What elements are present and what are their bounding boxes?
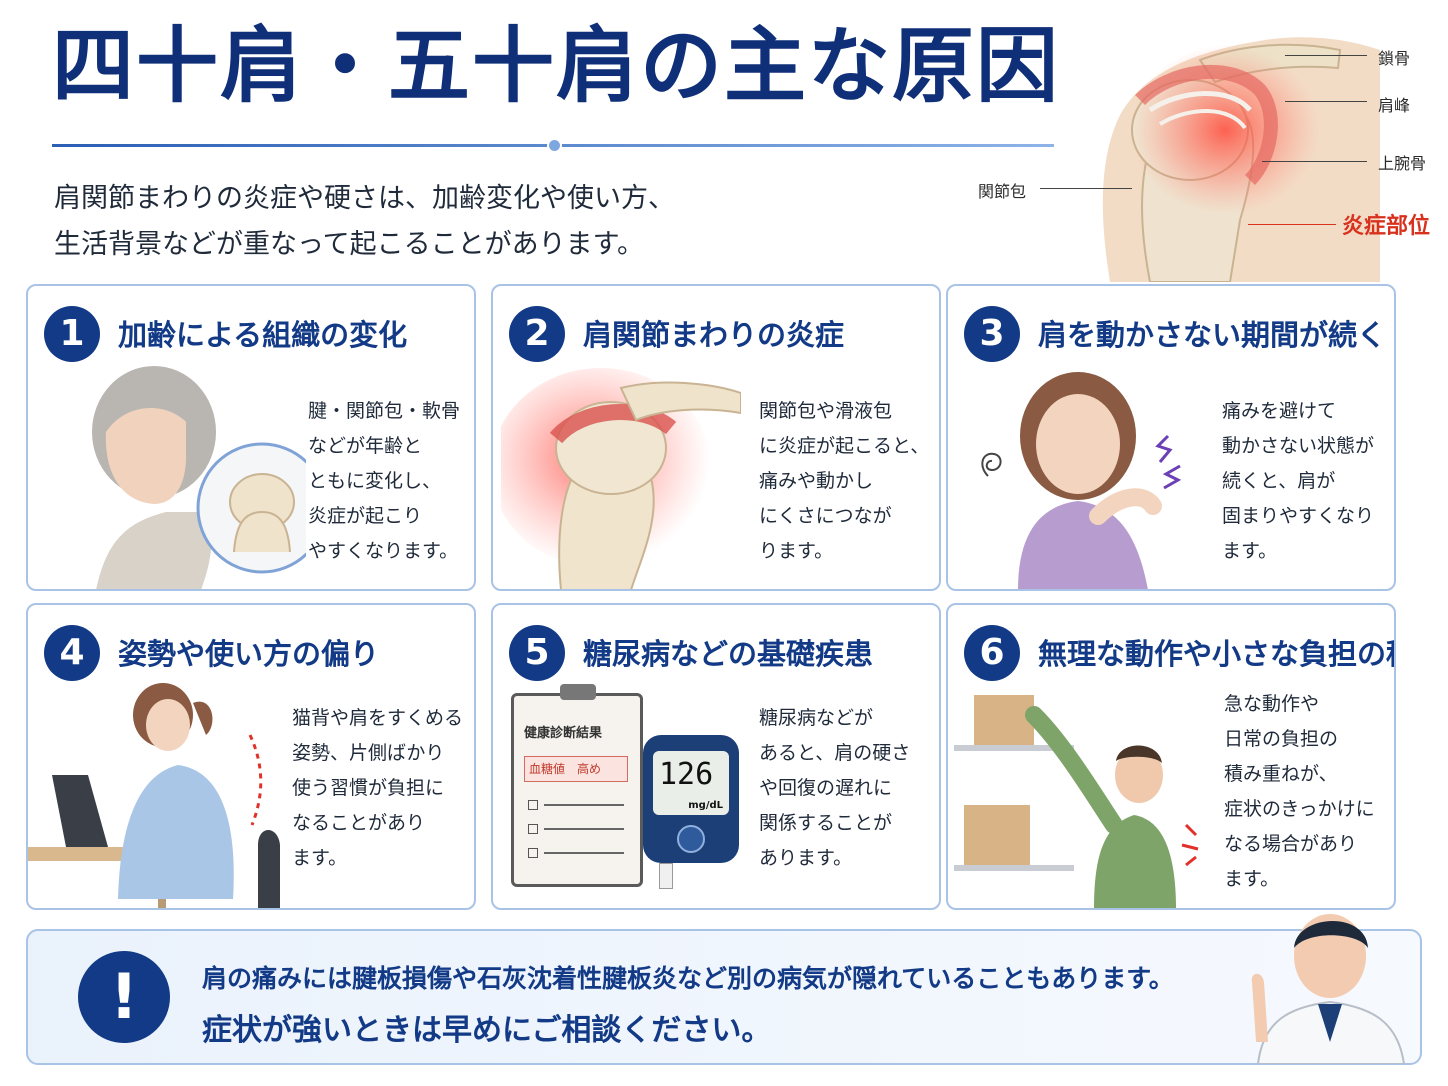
blood-sugar-flag: 血糖値 高め bbox=[524, 756, 628, 782]
inflammation-leader-line bbox=[1248, 224, 1336, 225]
elderly-woman-illustration bbox=[92, 366, 306, 589]
checkbox-icon bbox=[528, 800, 538, 810]
label-capsule: 関節包 bbox=[978, 182, 1027, 201]
card-description: 腱・関節包・軟骨 などが年齢と ともに変化し、 炎症が起こり やすくなります。 bbox=[308, 400, 461, 562]
lead-line-2: 生活背景などが重なって起こることがあります。 bbox=[54, 229, 644, 260]
acromion-leader-line bbox=[1285, 101, 1367, 102]
test-strip bbox=[659, 863, 673, 889]
label-clavicle: 鎖骨 bbox=[1378, 49, 1411, 68]
checkbox-icon bbox=[528, 824, 538, 834]
exclamation-icon: ! bbox=[78, 951, 170, 1043]
label-acromion: 肩峰 bbox=[1378, 96, 1411, 115]
cause-card-diabetes: 5 糖尿病などの基礎疾患 健康診断結果 血糖値 高め 126 mg/dL 糖尿病… bbox=[491, 603, 941, 910]
card-title: 肩を動かさない期間が続く bbox=[1038, 318, 1387, 352]
card-title: 無理な動作や小さな負担の積み重ね bbox=[1038, 637, 1394, 671]
card-title: 加齢による組織の変化 bbox=[118, 318, 408, 352]
cause-card-overload: 6 無理な動作や小さな負担の積み重ね 急な動作や 日常の負担の 積み重ねが、 症… bbox=[946, 603, 1396, 910]
card-description: 痛みを避けて 動かさない状態が 続くと、肩が 固まりやすくなり ます。 bbox=[1222, 400, 1375, 562]
capsule-leader-line bbox=[1040, 188, 1132, 189]
card-title: 姿勢や使い方の偏り bbox=[118, 637, 380, 671]
checkbox-icon bbox=[528, 848, 538, 858]
card-number-badge: 1 bbox=[44, 306, 100, 362]
woman-shoulder-pain-illustration bbox=[981, 372, 1182, 589]
card-number-badge: 3 bbox=[964, 306, 1020, 362]
report-line bbox=[544, 852, 624, 854]
cause-card-aging: 1 加齢による組織の変化 腱・関節包・軟骨 などが年齢と ともに変化し、 炎症が… bbox=[26, 284, 476, 591]
meter-reading: 126 bbox=[659, 757, 714, 792]
card-title: 糖尿病などの基礎疾患 bbox=[583, 637, 874, 671]
card-description: 急な動作や 日常の負担の 積み重ねが、 症状のきっかけに なる場合があり ます。 bbox=[1224, 693, 1375, 890]
page-title: 四十肩・五十肩の主な原因 bbox=[52, 19, 1061, 114]
card-description: 関節包や滑液包 に炎症が起こると、 痛みや動かし にくさにつなが ります。 bbox=[759, 400, 930, 562]
notice-consult-text: 症状が強いときは早めにご相談ください。 bbox=[202, 1013, 772, 1048]
inflamed-joint-illustration bbox=[501, 368, 741, 589]
clipboard-report: 健康診断結果 血糖値 高め bbox=[511, 684, 643, 887]
label-humerus: 上腕骨 bbox=[1378, 154, 1427, 173]
card-number-badge: 4 bbox=[44, 625, 100, 681]
clavicle-leader-line bbox=[1285, 55, 1367, 56]
shoulder-anatomy-illustration bbox=[1102, 37, 1380, 282]
notice-warning-text: 肩の痛みには腱板損傷や石灰沈着性腱板炎など別の病気が隠れていることもあります。 bbox=[202, 964, 1174, 993]
report-line bbox=[544, 804, 624, 806]
cause-card-immobility: 3 肩を動かさない期間が続く 痛みを避けて 動かさない状態が 続くと、肩が 固ま… bbox=[946, 284, 1396, 591]
label-inflammation: 炎症部位 bbox=[1342, 214, 1431, 239]
meter-unit: mg/dL bbox=[688, 800, 723, 811]
card-number-badge: 6 bbox=[964, 625, 1020, 681]
card-number-badge: 2 bbox=[509, 306, 565, 362]
meter-screen: 126 mg/dL bbox=[653, 751, 729, 815]
cause-card-posture: 4 姿勢や使い方の偏り 猫背や肩をすくめる 姿勢、片側ばかり 使う習慣が負担に … bbox=[26, 603, 476, 910]
meter-button bbox=[677, 825, 705, 853]
laptop-posture-illustration bbox=[28, 683, 280, 908]
doctor-illustration bbox=[1251, 914, 1406, 1064]
humerus-leader-line bbox=[1262, 161, 1367, 162]
card-number-badge: 5 bbox=[509, 625, 565, 681]
lead-text: 肩関節まわりの炎症や硬さは、加齢変化や使い方、 生活背景などが重なって起こること… bbox=[54, 176, 675, 268]
card-description: 猫背や肩をすくめる 姿勢、片側ばかり 使う習慣が負担に なることがあり ます。 bbox=[292, 707, 464, 869]
cause-card-inflammation: 2 肩関節まわりの炎症 関節包や滑液包 に炎症が起こると、 痛みや動かし にくさ… bbox=[491, 284, 941, 591]
caution-notice: ! 肩の痛みには腱板損傷や石灰沈着性腱板炎など別の病気が隠れていることもあります… bbox=[26, 929, 1422, 1065]
glucose-meter: 126 mg/dL bbox=[643, 735, 739, 863]
report-line bbox=[544, 828, 624, 830]
report-title: 健康診断結果 bbox=[524, 726, 603, 741]
lead-line-1: 肩関節まわりの炎症や硬さは、加齢変化や使い方、 bbox=[54, 183, 675, 214]
clipboard-clip bbox=[560, 684, 596, 700]
card-title: 肩関節まわりの炎症 bbox=[583, 318, 845, 352]
card-description: 糖尿病などが あると、肩の硬さ や回復の遅れに 関係することが あります。 bbox=[759, 707, 911, 869]
man-lifting-box-illustration bbox=[954, 695, 1199, 908]
title-underline-dot bbox=[547, 138, 562, 153]
